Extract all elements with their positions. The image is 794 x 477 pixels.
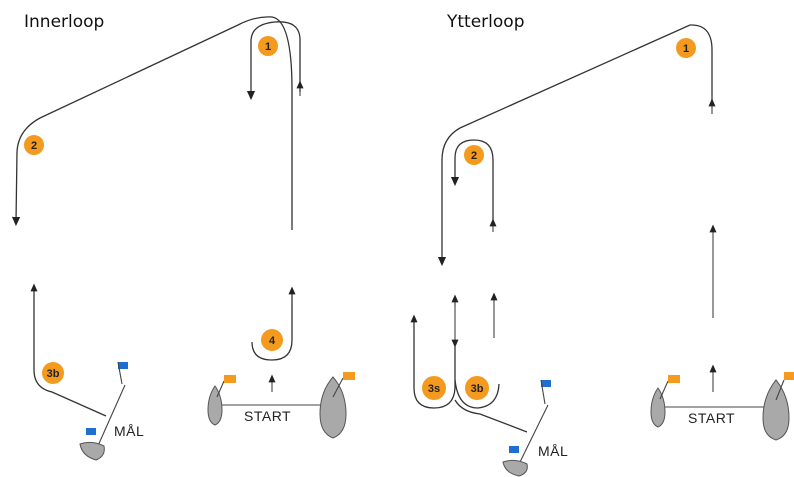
ytterloop-committee-flagpole	[775, 379, 785, 401]
innerloop-mark-4-label: 4	[269, 335, 276, 347]
innerloop-committee-flag	[343, 372, 355, 380]
innerloop-mark-2: 2	[24, 135, 44, 155]
ytterloop-title: Ytterloop	[446, 12, 524, 32]
ytterloop-mark-1-label: 1	[683, 43, 689, 55]
ytterloop-mark-3b: 3b	[465, 376, 489, 400]
ytterloop-pin-flag	[668, 375, 680, 383]
ytterloop-finish-flag	[541, 380, 551, 387]
ytterloop-mark-3b-label: 3b	[471, 383, 484, 395]
innerloop-mark-1: 1	[258, 36, 278, 56]
ytterloop-pin-flagpole	[659, 380, 669, 400]
innerloop-mark-2-label: 2	[31, 140, 37, 152]
ytterloop-finish-boat-flag	[509, 446, 519, 453]
innerloop-pin-boat	[207, 385, 223, 426]
innerloop-route-upwind	[11, 16, 293, 230]
ytterloop-pin-boat	[650, 387, 666, 428]
ytterloop-mark-1: 1	[676, 38, 696, 58]
innerloop-finish-line	[96, 384, 126, 449]
ytterloop-mark-3s-label: 3s	[428, 383, 440, 395]
ytterloop-finish-label: MÅL	[538, 443, 568, 459]
innerloop-title: Innerloop	[24, 12, 104, 32]
innerloop-committee-boat	[319, 376, 347, 439]
innerloop-route-mark1-loop	[246, 21, 301, 101]
ytterloop-finish-line	[519, 404, 549, 463]
ytterloop-start-label: START	[688, 410, 735, 426]
innerloop-mark-1-label: 1	[265, 41, 271, 53]
ytterloop-route-to-finish	[454, 399, 528, 433]
innerloop-mark-3b-label: 3b	[47, 368, 60, 380]
ytterloop-route-mark1	[437, 24, 713, 267]
ytterloop-mark-3s: 3s	[422, 376, 446, 400]
ytterloop-mark-2-label: 2	[471, 150, 477, 162]
innerloop-mark-4: 4	[261, 329, 283, 351]
ytterloop-route-mark2-loop	[450, 139, 494, 224]
ytterloop-route-3s-loop	[413, 322, 456, 409]
innerloop-finish-label: MÅL	[114, 423, 144, 439]
ytterloop-route-3b-loop	[454, 379, 500, 409]
ytterloop-finish-flagpole	[540, 379, 546, 405]
ytterloop-finish-boat	[502, 459, 528, 477]
innerloop-finish-flag	[118, 362, 128, 369]
innerloop-finish-boat	[79, 441, 105, 461]
ytterloop-mark-2: 2	[464, 145, 484, 165]
innerloop-pin-flag	[224, 375, 236, 383]
ytterloop-panel: Ytterloop START	[410, 12, 794, 477]
innerloop-route-mark4-loop	[251, 292, 293, 361]
ytterloop-committee-boat	[762, 379, 790, 441]
innerloop-pin-flagpole	[216, 380, 225, 398]
innerloop-panel: Innerloop START MÅL	[11, 12, 355, 461]
innerloop-start-label: START	[244, 408, 291, 424]
innerloop-committee-flagpole	[332, 377, 344, 398]
innerloop-mark-3b: 3b	[42, 362, 64, 384]
innerloop-route-to-finish	[33, 287, 107, 417]
innerloop-finish-flagpole	[117, 361, 123, 385]
innerloop-finish-boat-flag	[86, 428, 96, 435]
ytterloop-committee-flag	[784, 372, 794, 380]
